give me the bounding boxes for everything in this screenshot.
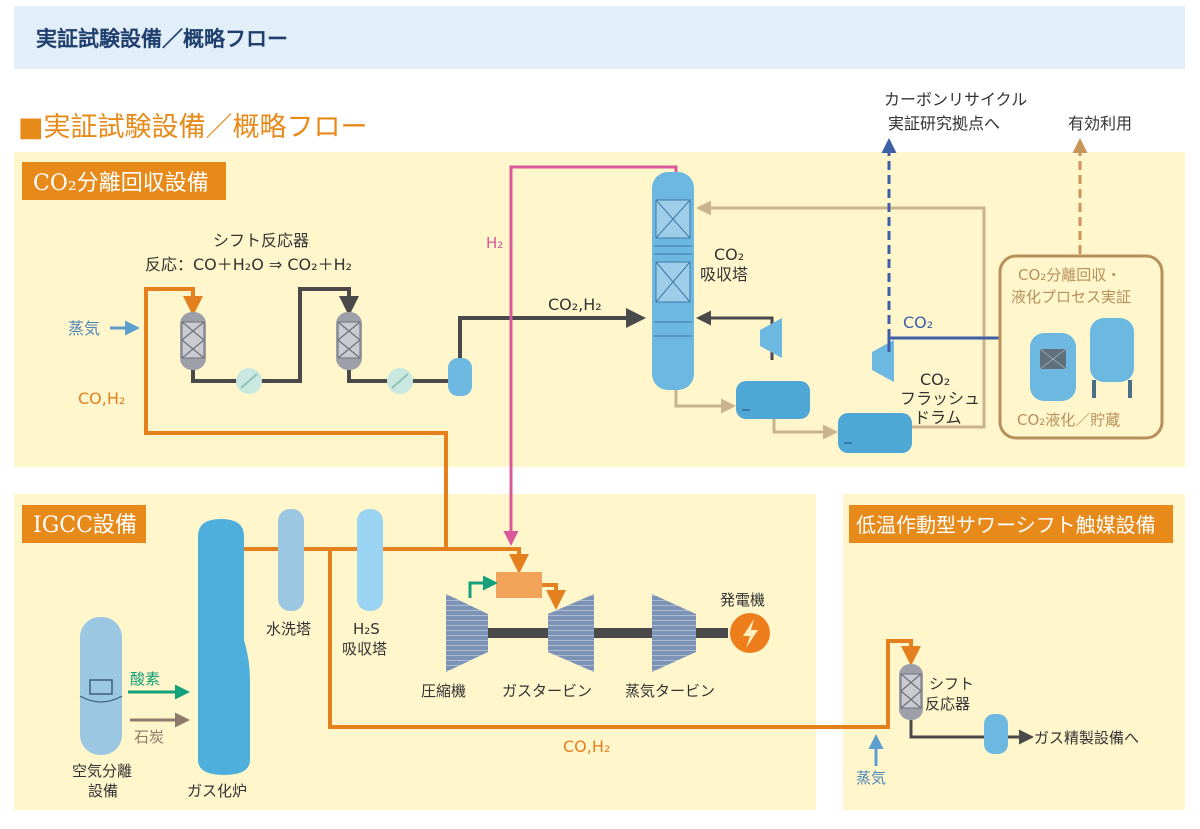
sour-area-label: 低温作動型サワーシフト触媒設備 [856, 513, 1156, 537]
air-compressor [446, 594, 488, 672]
flash-compressor-1 [760, 318, 782, 358]
h2s-absorber [357, 509, 383, 611]
absorber-label-1: CO₂ [714, 245, 744, 264]
sour-area-label-box [849, 505, 1173, 543]
air-separation-unit [79, 617, 123, 755]
process-line-1 [191, 365, 237, 383]
shift-reactor-title: シフト反応器 [213, 231, 309, 250]
steam-turbine-label: 蒸気タービン [625, 682, 715, 700]
gas-turbine [548, 594, 594, 672]
co2-storage-tank [1090, 318, 1134, 398]
co2-area-label-box [22, 162, 226, 200]
co2-absorber-column [652, 172, 694, 390]
heat-exchanger-2 [387, 368, 413, 394]
header-title: 実証試験設備／概略フロー [36, 27, 288, 51]
h2-label: H₂ [486, 234, 503, 252]
oxygen-label: 酸素 [130, 670, 160, 688]
to-gas-purification-label: ガス精製設備へ [1034, 729, 1139, 747]
asu-label-2: 設備 [88, 782, 118, 800]
heat-exchanger-1 [236, 368, 262, 394]
rich-solvent-line-2 [772, 418, 838, 440]
liquefaction-label-1: CO₂分離回収・ [1018, 266, 1121, 284]
gasifier [198, 519, 250, 775]
water-wash-tower [278, 509, 304, 611]
h2-line [503, 165, 678, 546]
coal-label: 石炭 [134, 728, 164, 746]
process-line-3 [347, 365, 388, 383]
igcc-area-label: IGCC設備 [33, 513, 137, 538]
turbine-shaft [488, 628, 728, 638]
sour-feed-line [328, 549, 921, 729]
co2-liquefier [1030, 333, 1076, 401]
co2-area-label: CO₂分離回収設備 [33, 171, 209, 196]
flash-label-2: フラッシュ [900, 389, 980, 408]
steam-label: 蒸気 [68, 319, 100, 338]
sour-shift-area [843, 494, 1185, 810]
absorber-label-2: 吸収塔 [700, 265, 748, 284]
gas-turbine-label: ガスタービン [502, 682, 592, 700]
section-title: ■実証試験設備／概略フロー [18, 112, 368, 143]
lightning-icon [743, 619, 758, 648]
co2-area [14, 152, 1185, 467]
co-h2-label: CO,H₂ [78, 389, 125, 408]
sour-process-line-1 [909, 720, 984, 739]
water-wash-label: 水洗塔 [266, 620, 311, 638]
flash-label-1: CO₂ [920, 370, 950, 389]
header-bar [14, 6, 1185, 69]
lean-solvent-line [696, 200, 986, 429]
generator-label: 発電機 [720, 591, 765, 609]
liquefaction-label-2: 液化プロセス実証 [1011, 288, 1131, 306]
carbon-recycle-label-2: 実証研究拠点へ [888, 114, 1000, 133]
reaction-formula: 反応：CO＋H₂O ⇒ CO₂＋H₂ [145, 255, 352, 274]
effective-use-label: 有効利用 [1068, 114, 1132, 133]
compressed-air-line [468, 575, 498, 598]
igcc-area-label-box [22, 505, 146, 543]
flash-drum-1 [736, 381, 810, 419]
shift-reactor-2 [336, 312, 362, 370]
shift-reactor-1 [180, 312, 206, 370]
sour-co-h2-label: CO,H₂ [563, 737, 610, 756]
knockout-drum [448, 358, 472, 396]
gasifier-label: ガス化炉 [187, 782, 247, 800]
h2s-label-2: 吸収塔 [342, 640, 387, 658]
sour-shift-label-1: シフト [929, 675, 974, 693]
steam-turbine [652, 594, 696, 672]
syngas-line [243, 547, 529, 574]
co2-flash-drum [838, 413, 912, 453]
sour-steam-label: 蒸気 [856, 769, 886, 787]
liquefaction-storage-label: CO₂液化／貯蔵 [1017, 411, 1120, 429]
combustor [496, 572, 542, 598]
sour-shift-reactor [899, 664, 923, 720]
co-h2-feed-line [144, 287, 448, 548]
process-line-2 [261, 287, 359, 383]
sour-shift-label-2: 反応器 [925, 695, 970, 713]
flash-label-3: ドラム [914, 408, 962, 427]
rich-solvent-line-1 [674, 390, 736, 414]
asu-label-1: 空気分離 [72, 762, 132, 780]
co2-label: CO₂ [903, 313, 933, 332]
co2-h2-line [458, 308, 646, 360]
compressor-label: 圧縮機 [421, 682, 466, 700]
sour-knockout-drum [984, 714, 1008, 754]
co2-h2-label: CO₂,H₂ [548, 295, 602, 314]
combustion-gas-line [542, 583, 566, 610]
h2s-label-1: H₂S [353, 620, 380, 638]
carbon-recycle-label-1: カーボンリサイクル [884, 90, 1027, 109]
